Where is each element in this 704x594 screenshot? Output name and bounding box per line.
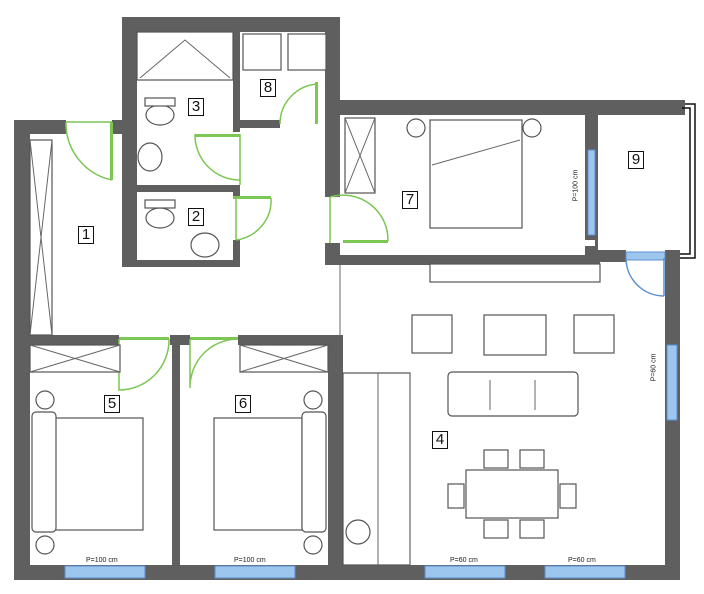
room-label-5: 5 [104, 395, 120, 413]
room-label-1: 1 [78, 226, 94, 244]
walls [14, 17, 685, 580]
furniture [29, 31, 615, 566]
window-label-room4-right: P=60 cm [650, 353, 658, 382]
room-label-6: 6 [235, 395, 251, 413]
room-label-7: 7 [402, 191, 418, 209]
window-label-room4-b: P=60 cm [568, 557, 596, 564]
room-label-9: 9 [628, 151, 644, 169]
doors [65, 82, 665, 391]
window-label-room6: P=100 cm [234, 557, 266, 564]
windows [64, 103, 696, 579]
room-label-8: 8 [260, 79, 276, 97]
window-label-room7: P=100 cm [572, 169, 580, 202]
window-label-room4-a: P=60 cm [450, 557, 478, 564]
room-label-4: 4 [432, 431, 448, 449]
window-label-room5: P=100 cm [86, 557, 118, 564]
room-label-3: 3 [188, 98, 204, 116]
room-label-2: 2 [188, 208, 204, 226]
